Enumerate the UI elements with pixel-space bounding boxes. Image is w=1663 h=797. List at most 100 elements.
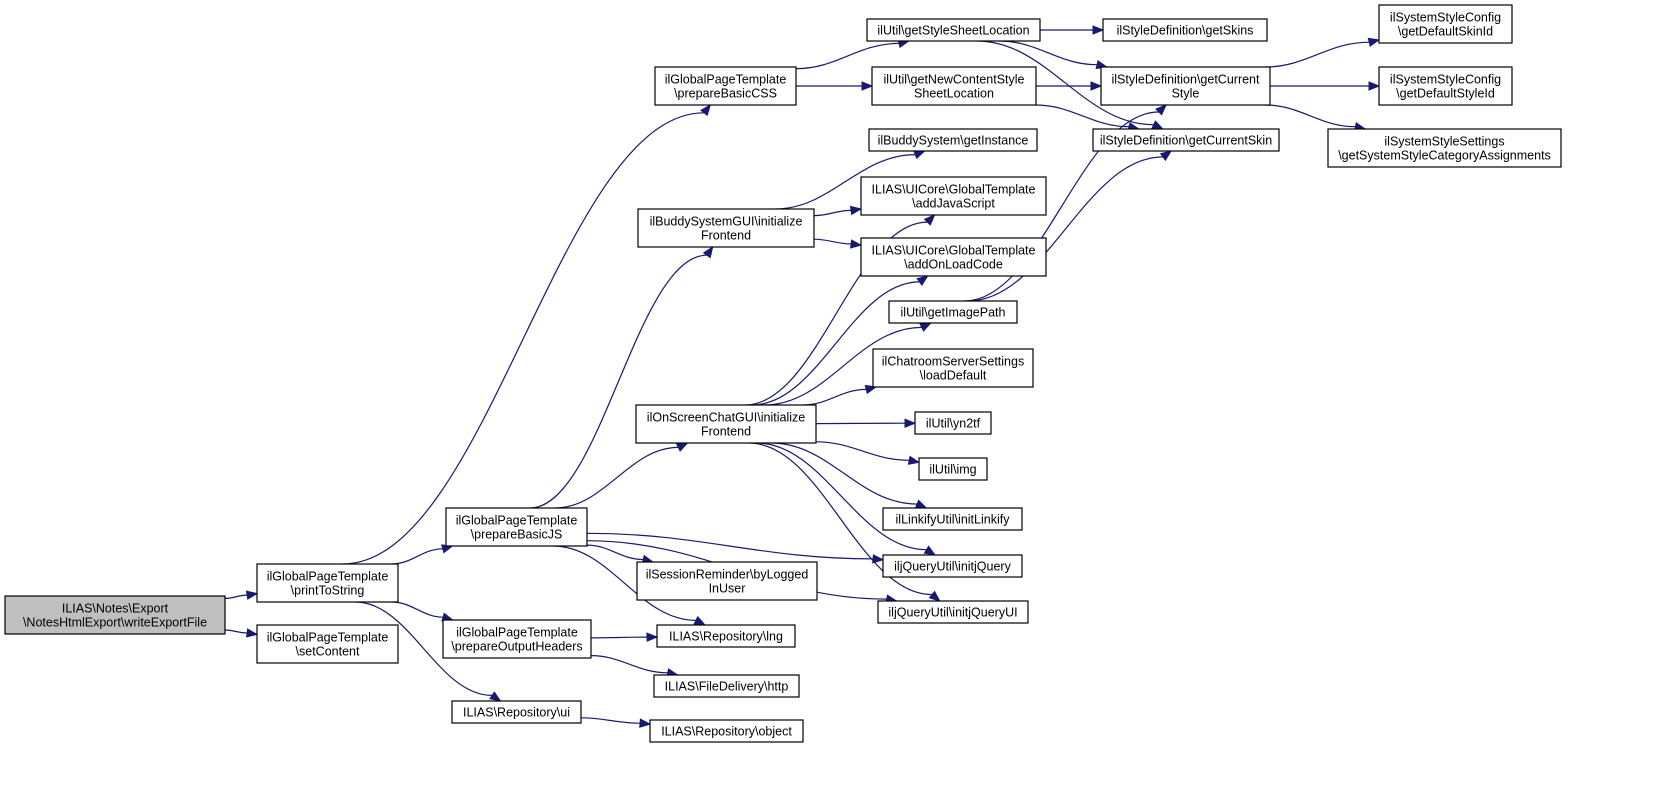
node-prepareBasicCSS[interactable]: ilGlobalPageTemplate\prepareBasicCSS — [654, 66, 797, 106]
node-initLinkify[interactable]: ilLinkifyUtil\initLinkify — [882, 507, 1023, 531]
node-addOnLoadCode[interactable]: ILIAS\UICore\GlobalTemplate\addOnLoadCod… — [860, 237, 1047, 277]
node-label-line: Frontend — [701, 229, 751, 243]
node-label-line: ilGlobalPageTemplate — [456, 514, 578, 528]
arrowhead — [861, 81, 874, 91]
node-chatroomLoad[interactable]: ilChatroomServerSettings\loadDefault — [872, 348, 1034, 388]
edge-root-to-printToString — [224, 590, 259, 600]
node-box — [882, 507, 1023, 531]
edge-line — [815, 441, 910, 461]
edge-oscInit-to-initjQueryUI — [748, 442, 941, 602]
node-yn2tf[interactable]: ilUtil\yn2tf — [914, 411, 992, 435]
node-root[interactable]: ILIAS\Notes\Export\NotesHtmlExport\write… — [4, 595, 226, 635]
edge-getNewContentStyle-to-getCurrentStyle — [1035, 81, 1103, 91]
node-label-line: ilGlobalPageTemplate — [456, 626, 578, 640]
node-getSysStyleCat[interactable]: ilSystemStyleSettings\getSystemStyleCate… — [1327, 128, 1562, 168]
arrowhead — [1090, 81, 1103, 91]
arrowhead — [919, 322, 932, 332]
node-box — [656, 624, 796, 648]
edge-getCurrentStyle-to-getDefaultSkinId — [1265, 37, 1381, 68]
node-addJavaScript[interactable]: ILIAS\UICore\GlobalTemplate\addJavaScrip… — [860, 176, 1047, 216]
node-box — [860, 176, 1047, 216]
arrowhead — [916, 275, 929, 286]
node-prepareOutputHeaders[interactable]: ilGlobalPageTemplate\prepareOutputHeader… — [442, 619, 592, 659]
edge-prepareBasicJS-to-initjQuery — [586, 532, 885, 564]
node-box — [871, 66, 1037, 106]
edge-line — [771, 442, 918, 505]
arrowhead — [675, 442, 689, 452]
node-label-line: ilChatroomServerSettings — [882, 355, 1024, 369]
node-img[interactable]: ilUtil\img — [918, 457, 988, 481]
node-label-line: ilStyleDefinition\getCurrent — [1112, 73, 1261, 87]
node-box — [636, 561, 818, 601]
node-setContent[interactable]: ilGlobalPageTemplate\setContent — [256, 624, 399, 664]
arrowhead — [693, 615, 707, 626]
arrowhead — [702, 245, 714, 259]
node-getCurrentSkin[interactable]: ilStyleDefinition\getCurrentSkin — [1092, 128, 1280, 152]
edge-line — [355, 601, 493, 696]
edge-line — [391, 601, 444, 618]
edge-line — [342, 112, 705, 565]
node-label-line: \addJavaScript — [912, 197, 995, 211]
node-fileHttp[interactable]: ILIAS\FileDelivery\http — [653, 674, 800, 698]
node-label-line: \prepareBasicJS — [471, 528, 563, 542]
node-repoObject[interactable]: ILIAS\Repository\object — [649, 719, 804, 743]
edge-line — [764, 326, 922, 406]
edge-line — [813, 238, 852, 245]
arrowhead — [1092, 25, 1105, 35]
node-repoLng[interactable]: ILIAS\Repository\lng — [656, 624, 796, 648]
node-printToString[interactable]: ilGlobalPageTemplate\printToString — [256, 563, 399, 603]
edge-line — [967, 156, 1164, 302]
edge-line — [1264, 104, 1356, 128]
node-label-line: ilLinkifyUtil\initLinkify — [896, 513, 1011, 527]
arrowhead — [489, 691, 502, 702]
node-label-line: Style — [1172, 87, 1200, 101]
node-label-line: iljQueryUtil\initjQuery — [894, 560, 1011, 574]
node-label-line: \printToString — [291, 584, 365, 598]
node-getSkins[interactable]: ilStyleDefinition\getSkins — [1102, 18, 1268, 42]
node-label-line: ILIAS\Notes\Export — [62, 602, 169, 616]
node-box — [918, 457, 988, 481]
node-label-line: ilGlobalPageTemplate — [267, 631, 389, 645]
node-repoUi[interactable]: ILIAS\Repository\ui — [451, 700, 582, 724]
node-buddyGetInstance[interactable]: ilBuddySystem\getInstance — [868, 128, 1038, 152]
node-initjQueryUI[interactable]: iljQueryUtil\initjQueryUI — [877, 600, 1029, 624]
node-label-line: \addOnLoadCode — [904, 258, 1003, 272]
node-getStyleSheetLocation[interactable]: ilUtil\getStyleSheetLocation — [866, 18, 1041, 42]
node-box — [649, 719, 804, 743]
node-initjQuery[interactable]: iljQueryUtil\initjQuery — [882, 554, 1023, 578]
arrowhead — [849, 205, 863, 216]
node-label-line: \prepareOutputHeaders — [451, 640, 582, 654]
node-box — [877, 600, 1029, 624]
node-label-line: \prepareBasicCSS — [674, 87, 777, 101]
edge-line — [795, 42, 900, 70]
node-label-line: ilOnScreenChatGUI\initialize — [647, 411, 805, 425]
node-label-line: ilSessionReminder\byLogged — [646, 568, 809, 582]
node-box — [442, 619, 592, 659]
node-box — [445, 507, 588, 547]
edge-getCurrentStyle-to-getDefaultStyleId — [1270, 81, 1381, 91]
edge-line — [224, 594, 248, 599]
node-label-line: ilBuddySystem\getInstance — [878, 134, 1029, 148]
arrowhead — [913, 150, 926, 160]
node-box — [872, 348, 1034, 388]
node-getDefaultSkinId[interactable]: ilSystemStyleConfig\getDefaultSkinId — [1378, 4, 1513, 44]
node-getDefaultStyleId[interactable]: ilSystemStyleConfig\getDefaultStyleId — [1378, 66, 1513, 106]
edge-line — [964, 111, 1159, 302]
edge-printToString-to-prepareBasicCSS — [342, 103, 712, 565]
arrowhead — [1159, 150, 1173, 162]
edge-line — [813, 209, 852, 217]
node-label-line: \getDefaultSkinId — [1398, 25, 1493, 39]
arrowhead — [914, 499, 928, 509]
node-getImagePath[interactable]: ilUtil\getImagePath — [888, 300, 1018, 324]
node-box — [868, 128, 1038, 152]
nodes-layer: ILIAS\Notes\Export\NotesHtmlExport\write… — [4, 4, 1562, 743]
edge-line — [748, 442, 933, 596]
edge-line — [774, 154, 916, 210]
edge-line — [744, 221, 928, 406]
node-prepareBasicJS[interactable]: ilGlobalPageTemplate\prepareBasicJS — [445, 507, 588, 547]
